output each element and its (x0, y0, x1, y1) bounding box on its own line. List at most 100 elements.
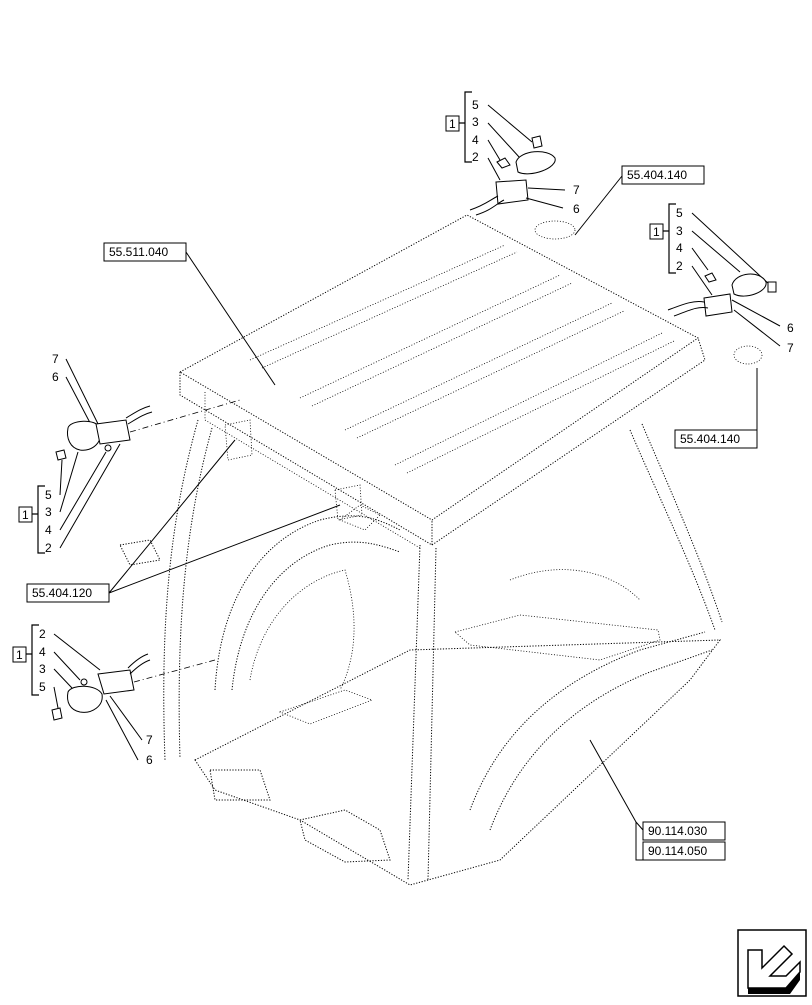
left-upper-item-4: 4 (45, 523, 52, 537)
left-lower-screw (51, 707, 63, 721)
ref-90-114-050[interactable]: 90.114.050 (642, 841, 726, 861)
left-upper-wires (125, 405, 153, 425)
lamp-group-left-lower: 1 2 4 3 5 7 6 (12, 624, 216, 767)
floor-hatch (454, 614, 661, 661)
left-pillar (163, 419, 213, 761)
base-step (209, 769, 271, 801)
group-box-right-label: 1 (653, 225, 660, 239)
right-fender (469, 631, 706, 811)
ref-55-404-140-right[interactable]: 55.404.140 (674, 429, 758, 449)
roof-rib-7 (394, 332, 663, 466)
ref-55-404-120[interactable]: 55.404.120 (26, 583, 110, 603)
left-upper-item-3: 3 (45, 505, 52, 519)
roof-rib-1 (249, 244, 506, 361)
left-upper-item-2: 2 (45, 541, 52, 555)
left-lower-item-2: 2 (39, 627, 46, 641)
group-box-left-lower-label: 1 (16, 648, 23, 662)
lamp-mount-a (224, 419, 253, 461)
left-lower-item-5: 5 (39, 680, 46, 694)
ref-55-511-040[interactable]: 55.511.040 (103, 242, 187, 262)
right-item-4: 4 (676, 241, 683, 255)
leader-55-511-040 (185, 251, 276, 386)
left-upper-screw (55, 449, 67, 461)
roof-rib-5 (344, 302, 613, 431)
roof-rib-6 (356, 310, 625, 439)
lamp-group-right: 1 5 3 4 2 6 7 (649, 203, 794, 355)
ref-55-404-140-top-label: 55.404.140 (627, 168, 687, 182)
left-upper-lamp-base (95, 419, 131, 445)
right-fender-inner (489, 649, 713, 831)
top-side-7: 7 (573, 183, 580, 197)
right-side-7: 7 (787, 341, 794, 355)
ref-90-114-030[interactable]: 90.114.030 (642, 821, 726, 841)
base-foot (299, 809, 391, 863)
ref-55-511-040-label: 55.511.040 (109, 245, 168, 259)
ref-55-404-120-label: 55.404.120 (32, 586, 92, 600)
right-item-2: 2 (676, 259, 683, 273)
right-lamp-base (703, 293, 733, 317)
leader-90-114 (589, 739, 644, 861)
right-side-6: 6 (787, 321, 794, 335)
group-box-left-upper-label: 1 (22, 508, 29, 522)
right-washer (704, 272, 717, 283)
top-lamp-lens (515, 151, 556, 175)
roof-rib-3 (299, 274, 561, 399)
left-rear-post (119, 539, 161, 566)
leader-55-404-120 (108, 439, 341, 594)
left-lower-lamp-lens (67, 685, 103, 713)
top-side-6: 6 (573, 202, 580, 216)
left-upper-axis (129, 399, 241, 433)
top-lamp-base (495, 179, 529, 205)
ref-90-114-030-label: 90.114.030 (648, 824, 707, 838)
top-item-4: 4 (472, 133, 479, 147)
left-upper-side-7: 7 (52, 352, 59, 366)
roof-lamp-ghost-top (534, 220, 576, 240)
left-lower-lamp-base (97, 669, 135, 695)
group-box-top-label: 1 (449, 117, 456, 131)
left-lower-washer (80, 678, 88, 686)
roof-beam (204, 392, 421, 549)
cab-frame (119, 214, 763, 886)
roof-right-edge (431, 337, 706, 546)
next-page-arrow-icon[interactable] (737, 929, 807, 997)
leader-55-404-140-top (574, 175, 623, 236)
fender-inner-curve (249, 569, 355, 691)
left-upper-side-6: 6 (52, 370, 59, 384)
left-fender (214, 515, 401, 691)
top-wires (469, 195, 505, 216)
right-screw (767, 281, 777, 293)
roof-lamp-ghost-right (733, 345, 763, 365)
left-lower-wires (127, 653, 151, 675)
ref-55-404-140-right-label: 55.404.140 (680, 432, 740, 446)
rear-right-pillar (629, 423, 723, 631)
front-pillar (407, 544, 437, 881)
ref-90-114-050-label: 90.114.050 (648, 844, 707, 858)
roof-rib-4 (311, 282, 573, 407)
lamp-group-top: 1 5 3 4 2 7 6 (445, 91, 580, 216)
top-item-3: 3 (472, 115, 479, 129)
lamp-group-left-upper: 7 6 1 5 3 4 2 (18, 352, 241, 555)
base-bracket (339, 504, 381, 531)
left-upper-washer (104, 444, 112, 452)
top-washer (496, 157, 511, 169)
top-item-5: 5 (472, 98, 479, 112)
right-fender-edge (509, 569, 641, 601)
left-lower-axis (133, 659, 216, 683)
left-fender-inner (231, 541, 401, 691)
ref-55-404-140-top[interactable]: 55.404.140 (621, 165, 705, 185)
roof-rib-8 (406, 340, 675, 474)
left-lower-side-6: 6 (146, 753, 153, 767)
roof-top (178, 214, 699, 521)
floor-outline (194, 639, 722, 886)
top-screw (531, 135, 543, 149)
right-lamp-lens (731, 273, 767, 297)
roof-front-edge (179, 372, 433, 546)
left-lower-item-3: 3 (39, 662, 46, 676)
left-lower-item-4: 4 (39, 645, 46, 659)
right-item-3: 3 (676, 224, 683, 238)
right-wires (667, 301, 709, 317)
lamp-mount-b (334, 484, 363, 521)
left-upper-lamp-lens (67, 420, 102, 451)
